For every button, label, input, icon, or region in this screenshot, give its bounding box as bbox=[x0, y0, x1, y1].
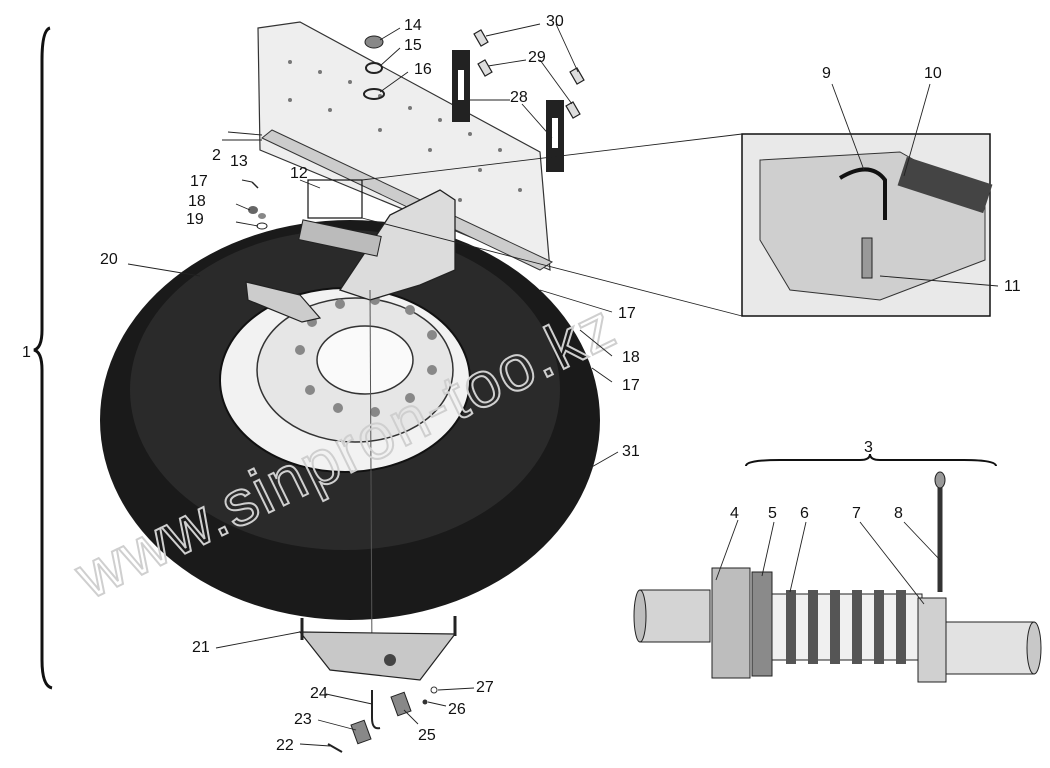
callout-21: 21 bbox=[192, 639, 210, 656]
inset-link-top bbox=[361, 133, 743, 181]
base-hole bbox=[384, 654, 396, 666]
callout-27: 27 bbox=[476, 679, 494, 696]
callout-31: 31 bbox=[622, 443, 640, 460]
callout-18-mid: 18 bbox=[622, 349, 640, 366]
callout-2: 2 bbox=[212, 147, 221, 164]
inset-link-bottom bbox=[361, 217, 743, 317]
callout-15: 15 bbox=[404, 37, 422, 54]
detail-frame bbox=[307, 179, 363, 219]
strap-left-slot bbox=[458, 70, 464, 100]
winch-spring-coils bbox=[786, 590, 906, 664]
callout-16: 16 bbox=[414, 61, 432, 78]
washer-15 bbox=[365, 62, 383, 74]
winch-shaft bbox=[298, 219, 382, 257]
carrier-arm bbox=[338, 189, 456, 301]
callout-4: 4 bbox=[730, 505, 739, 522]
washer-23 bbox=[350, 719, 372, 745]
callout-5: 5 bbox=[768, 505, 777, 522]
washer-18 bbox=[258, 213, 266, 219]
washer-16 bbox=[363, 88, 385, 100]
winch-pin-head bbox=[934, 471, 946, 489]
callout-20: 20 bbox=[100, 251, 118, 268]
hook-24 bbox=[371, 690, 381, 730]
winch-shaft-right-end bbox=[1026, 621, 1042, 675]
callout-17-low: 17 bbox=[622, 377, 640, 394]
clamp-25 bbox=[390, 691, 412, 717]
bolt-group bbox=[473, 29, 585, 119]
callout-23: 23 bbox=[294, 711, 312, 728]
callout-10: 10 bbox=[924, 65, 942, 82]
washer-19 bbox=[256, 222, 268, 230]
washer-17 bbox=[248, 206, 258, 214]
winch-gear-5 bbox=[751, 571, 773, 677]
mounting-plate bbox=[257, 21, 551, 271]
callout-1: 1 bbox=[22, 344, 31, 361]
assembly-brace bbox=[33, 26, 53, 690]
callout-24: 24 bbox=[310, 685, 328, 702]
callout-8: 8 bbox=[894, 505, 903, 522]
inset-clip bbox=[838, 167, 887, 220]
winch-clutch-7 bbox=[917, 597, 947, 683]
pin-26 bbox=[422, 699, 428, 705]
nut-14 bbox=[364, 35, 384, 49]
callout-28: 28 bbox=[510, 89, 528, 106]
pin-27 bbox=[430, 686, 438, 694]
pin-13 bbox=[251, 181, 259, 189]
callout-3: 3 bbox=[864, 439, 873, 456]
leader-lines bbox=[127, 23, 999, 747]
callout-17-top: 17 bbox=[190, 173, 208, 190]
hook-plate bbox=[245, 281, 322, 323]
chain-line bbox=[369, 289, 373, 661]
callout-13: 13 bbox=[230, 153, 248, 170]
callout-19: 19 bbox=[186, 211, 204, 228]
winch-shaft-left-end bbox=[633, 589, 647, 643]
callout-22: 22 bbox=[276, 737, 294, 754]
callout-9: 9 bbox=[822, 65, 831, 82]
callout-30: 30 bbox=[546, 13, 564, 30]
callout-6: 6 bbox=[800, 505, 809, 522]
winch-gear-4 bbox=[711, 567, 751, 679]
callout-18-top: 18 bbox=[188, 193, 206, 210]
inset-pin bbox=[861, 237, 873, 279]
callout-17-mid: 17 bbox=[618, 305, 636, 322]
callout-12: 12 bbox=[290, 165, 308, 182]
callout-26: 26 bbox=[448, 701, 466, 718]
plate-holes bbox=[288, 60, 522, 202]
winch-brace bbox=[745, 453, 997, 467]
callout-29: 29 bbox=[528, 49, 546, 66]
winch-shaft-right bbox=[945, 621, 1035, 675]
callout-14: 14 bbox=[404, 17, 422, 34]
inset-bar bbox=[897, 156, 993, 214]
strap-right-slot bbox=[552, 118, 558, 148]
callout-7: 7 bbox=[852, 505, 861, 522]
bolt-22 bbox=[327, 743, 343, 753]
rim-center bbox=[316, 325, 414, 395]
callout-25: 25 bbox=[418, 727, 436, 744]
winch-shaft-left bbox=[639, 589, 711, 643]
mount-base bbox=[298, 631, 457, 681]
callout-11: 11 bbox=[1004, 278, 1021, 295]
